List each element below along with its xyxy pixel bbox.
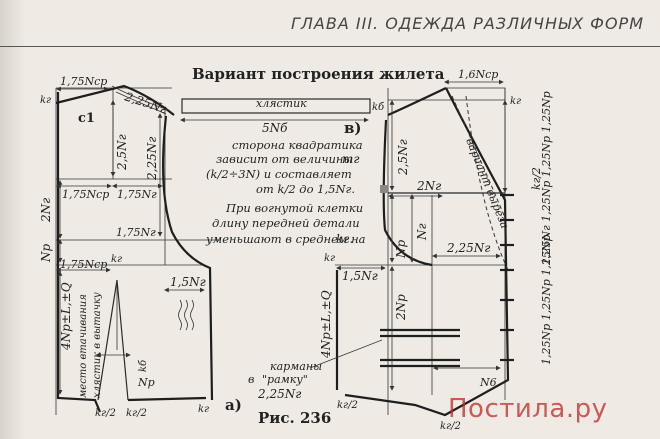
construction-note: сторона квадратика зависит от величины m… [205, 138, 366, 246]
strip-rect [181, 98, 371, 114]
left-d-175ncp-mid: 1,75Nср [62, 188, 109, 201]
pocket-pointer [309, 339, 383, 369]
label-c1: с1 [78, 111, 95, 126]
right-d-n6: N6 [479, 376, 497, 389]
left-d-175ncp-top: 1,75Nср [60, 75, 107, 88]
note-line-7: уменьшают в среднем на [205, 232, 366, 246]
right-d-kr2-bottom: kг/2 [337, 400, 358, 411]
right-d-2ng: 2Nг [416, 179, 441, 193]
note-line-6: длину передней детали [212, 216, 360, 230]
page-fold-shadow [0, 0, 26, 439]
strip-label: хлястик [256, 97, 307, 110]
right-d-125: 1,25Nг 1,25Nр 1,25Nр 1,25Nр [540, 91, 553, 265]
left-dart-note-1: место втачивания [78, 294, 89, 398]
right-d-nr: Nг [415, 223, 429, 241]
right-d-4np: 4Nр±L,±Q [319, 290, 333, 359]
right-d-variant: вариант выреза [463, 136, 511, 230]
left-d-175ng-mid: 1,75Nг [117, 188, 157, 201]
note-var-1: mг [342, 152, 359, 166]
right-d-kr2-right: kг/2 [440, 421, 461, 432]
note-line-1: сторона квадратика [232, 138, 363, 152]
strip-dim: 5Nб [262, 121, 288, 135]
right-pocket-2: "рамку" [262, 373, 308, 386]
left-d-15ng: 1,5Nг [170, 275, 206, 289]
right-pocket-4: 2,25Nг [257, 387, 301, 401]
left-d-225ng-top: 2,25Nг [122, 89, 168, 116]
front-square [380, 185, 388, 193]
note-var-2: kг. [336, 232, 353, 246]
right-d-15ng: 1,5Nг [342, 269, 378, 283]
left-d-kb: kб [138, 359, 149, 372]
left-d-175ng-arm: 1,75Nг [116, 226, 156, 239]
note-line-2: зависит от величины [216, 152, 353, 166]
left-d-np-bottom: Nр [137, 376, 155, 389]
note-line-3: (k/2÷3N) и составляет [206, 167, 352, 181]
note-line-4: от k/2 до 1,5Nг. [256, 182, 355, 196]
diagram-title: Вариант построения жилета [192, 65, 445, 83]
left-d-kr-low: kг [111, 254, 122, 265]
left-d-kr2-a: kг/2 [95, 408, 116, 419]
strip-side: kб [372, 102, 385, 113]
left-d-4np: 4Nр±L,±Q [59, 282, 73, 351]
figure-caption: Рис. 236 [258, 409, 331, 427]
right-d-kr-top: kг [510, 96, 521, 107]
right-d-kr-side: kг/2 [530, 167, 543, 190]
page-header: ГЛАВА III. ОДЕЖДА РАЗЛИЧНЫХ ФОРМ [0, 0, 660, 47]
right-d-16ncp: 1,6Nср [458, 68, 498, 81]
label-a: а) [225, 396, 242, 414]
right-d-225ng: 2,25Nг [446, 241, 490, 255]
left-d-kr-bottom: kг [198, 404, 209, 415]
front-piece [335, 79, 514, 417]
watermark: Постила.ру [448, 394, 608, 424]
left-d-225ng-side: 2,25Nг [145, 137, 159, 181]
chapter-title: ГЛАВА III. ОДЕЖДА РАЗЛИЧНЫХ ФОРМ [290, 14, 644, 33]
left-d-np: Nр [39, 244, 53, 264]
left-d-2ng: 2Nг [39, 198, 53, 223]
right-d-np: Nр [394, 240, 408, 260]
right-d-kr-mid: kг [324, 253, 335, 264]
right-d-125np: 1,25Nр 1,25Nр 1,25Nр [540, 235, 553, 365]
left-d-25ng: 2,5Nг [115, 134, 129, 171]
label-v: в) [344, 119, 362, 137]
right-d-25ng: 2,5Nг [396, 139, 410, 176]
left-dart-note-2: хлястик в вытачку [92, 292, 103, 398]
left-d-175ncp-low: 1,75Nср [60, 258, 107, 271]
back-piece [55, 84, 220, 415]
right-d-2np: 2Nр [394, 294, 408, 321]
note-line-5: При вогнутой клетки [225, 201, 363, 215]
right-pocket-1: карманы [270, 360, 322, 373]
left-d-kr2-b: kг/2 [126, 408, 147, 419]
left-d-kr-top: kг [40, 95, 51, 106]
right-pocket-3: в [248, 373, 254, 386]
